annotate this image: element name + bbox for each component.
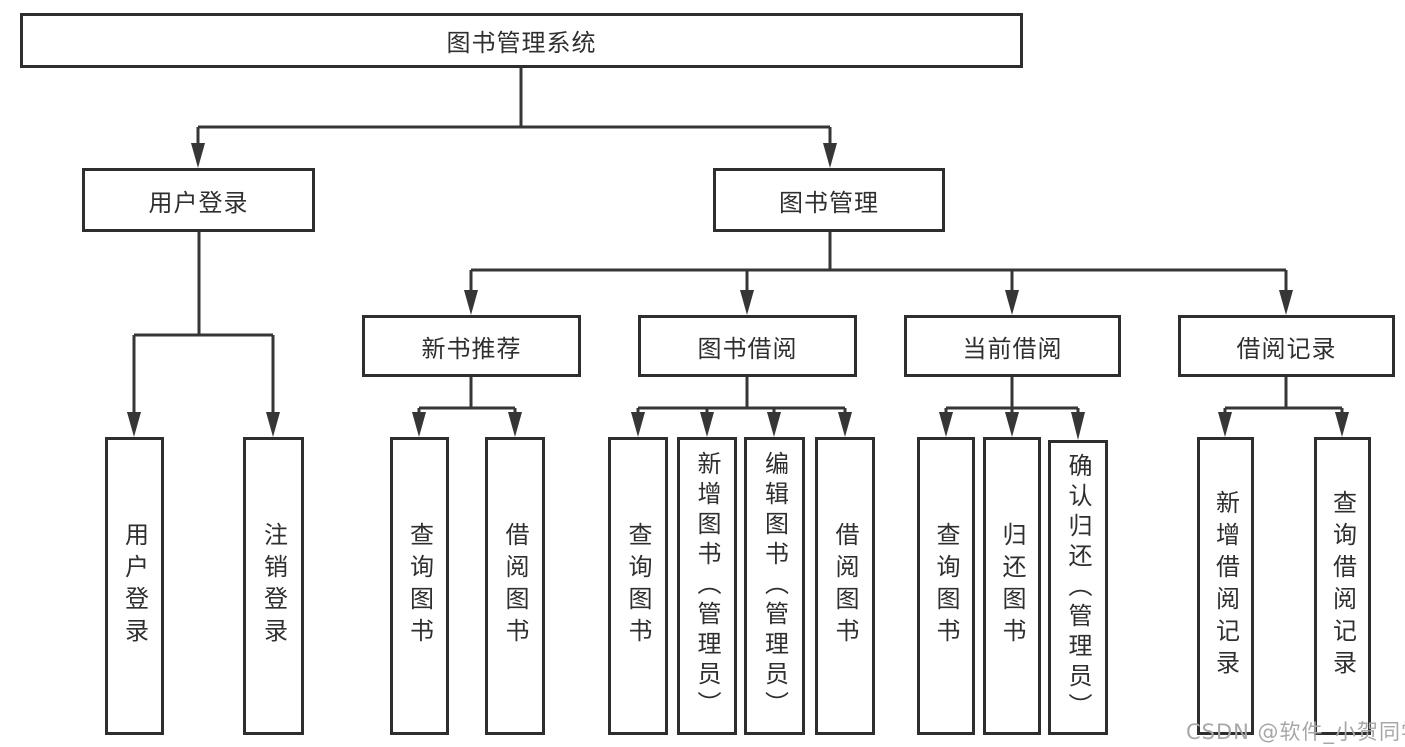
node-edit-book-admin: 编辑图书（管理员） [744,437,805,735]
watermark: CSDN @软件_小贺同学 [1186,720,1405,744]
node-query-books-recommend-label: 查询图书 [405,522,434,650]
node-confirm-return-admin: 确认归还（管理员） [1048,440,1108,735]
node-confirm-return-admin-label: 确认归还（管理员） [1064,452,1092,723]
node-user-login-label: 用户登录 [148,188,249,217]
node-borrow-books-leaf-label: 借阅图书 [831,522,859,650]
node-book-management: 图书管理 [713,168,945,232]
node-library-system: 图书管理系统 [20,13,1023,68]
node-borrow-books-recommend-label: 借阅图书 [501,522,529,650]
node-return-books-label: 归还图书 [998,522,1026,650]
node-user-login: 用户登录 [82,168,315,232]
node-add-book-admin: 新增图书（管理员） [677,437,737,735]
node-borrow-records-label: 借阅记录 [1236,334,1337,363]
node-add-borrow-record-label: 新增借阅记录 [1211,490,1240,682]
node-query-borrow-record: 查询借阅记录 [1314,437,1371,735]
node-user-login-leaf: 用户登录 [105,437,164,735]
node-query-books-recommend: 查询图书 [390,437,449,735]
node-query-books-current: 查询图书 [917,437,975,735]
node-query-books-borrowing: 查询图书 [608,437,668,735]
node-add-borrow-record: 新增借阅记录 [1197,437,1254,735]
node-new-book-recommend-label: 新书推荐 [421,334,522,363]
node-new-book-recommend: 新书推荐 [362,315,581,377]
node-query-books-current-label: 查询图书 [932,522,960,650]
node-add-book-admin-label: 新增图书（管理员） [693,451,721,721]
node-book-management-label: 图书管理 [779,188,879,217]
node-query-books-borrowing-label: 查询图书 [624,522,652,650]
node-borrow-records: 借阅记录 [1178,315,1395,377]
node-book-borrowing: 图书借阅 [638,315,857,377]
node-return-books: 归还图书 [983,437,1041,735]
node-borrow-books-recommend: 借阅图书 [485,437,545,735]
node-book-borrowing-label: 图书借阅 [697,334,798,363]
node-edit-book-admin-label: 编辑图书（管理员） [760,451,789,721]
node-library-system-label: 图书管理系统 [446,29,597,57]
node-current-borrowing-label: 当前借阅 [962,334,1063,363]
node-query-borrow-record-label: 查询借阅记录 [1328,490,1357,682]
node-logout: 注销登录 [243,437,304,735]
node-logout-label: 注销登录 [259,522,288,650]
node-borrow-books-leaf: 借阅图书 [815,437,875,735]
node-user-login-leaf-label: 用户登录 [120,522,149,650]
node-current-borrowing: 当前借阅 [904,315,1121,377]
